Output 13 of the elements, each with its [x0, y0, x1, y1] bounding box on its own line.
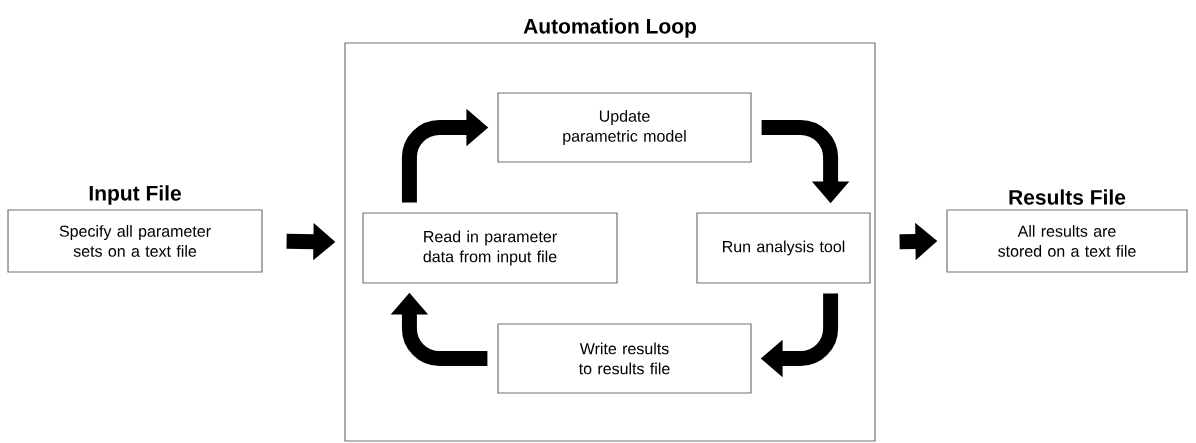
- heading: Input File: [89, 185, 181, 205]
- heading: Results File: [1009, 189, 1126, 205]
- box-text: Update parametric model: [563, 110, 686, 145]
- box-text: Run analysis tool: [723, 240, 845, 256]
- box-text: Read in parameter data from input file: [423, 230, 557, 266]
- process-box: [497, 323, 752, 394]
- process-box: [497, 92, 752, 163]
- box-text: Write results to results file: [578, 342, 670, 375]
- heading: Automation Loop: [523, 18, 697, 38]
- process-box: [362, 212, 618, 284]
- process-box: [696, 212, 871, 284]
- box-text: Specify all parameter sets on a text file: [59, 225, 211, 257]
- box-text: All results are stored on a text file: [998, 225, 1136, 257]
